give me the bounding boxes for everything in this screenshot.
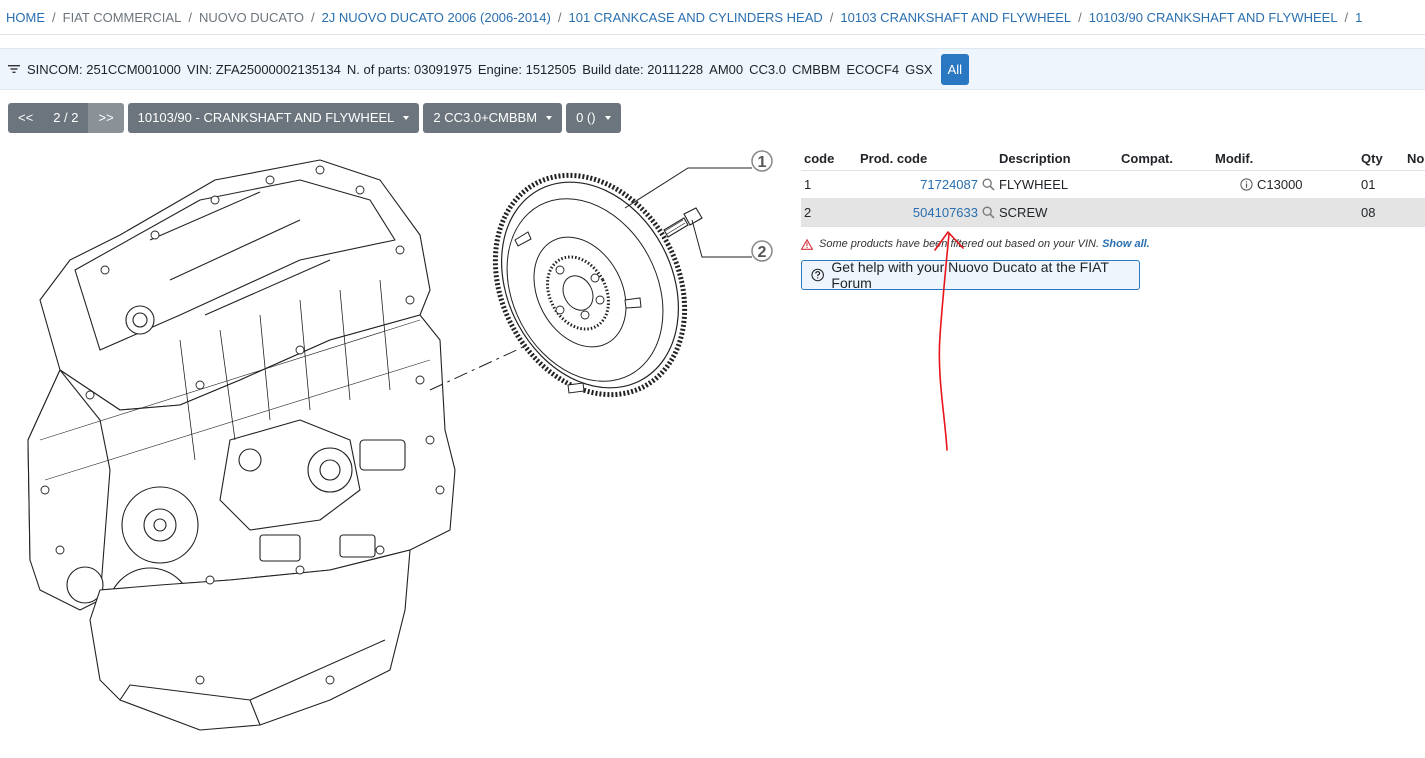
breadcrumb-separator: / bbox=[188, 9, 192, 25]
variant-dropdown[interactable]: 2 CC3.0+CMBBM bbox=[423, 103, 563, 133]
magnifier-icon[interactable] bbox=[982, 178, 995, 191]
variant-dropdown-label: 2 CC3.0+CMBBM bbox=[433, 110, 538, 125]
parts-table: code Prod. code Description Compat. Modi… bbox=[801, 146, 1425, 227]
filter-notice: Some products have been filtered out bas… bbox=[801, 238, 1150, 250]
build-date: Build date: 20111228 bbox=[582, 61, 704, 77]
callout-2-leader bbox=[691, 219, 752, 258]
breadcrumb-model[interactable]: 2J NUOVO DUCATO 2006 (2006-2014) bbox=[321, 9, 551, 25]
cell-description: FLYWHEEL bbox=[999, 177, 1069, 192]
vin-value: VIN: ZFA25000002135134 bbox=[186, 61, 341, 77]
header-notes[interactable]: No bbox=[1407, 150, 1425, 166]
breadcrumb-table[interactable]: 10103/90 CRANKSHAFT AND FLYWHEEL bbox=[1088, 9, 1338, 25]
breadcrumb-fiat-commercial: FIAT COMMERCIAL bbox=[62, 9, 182, 25]
prod-code-link[interactable]: 71724087 bbox=[920, 177, 978, 192]
breadcrumb-separator: / bbox=[52, 9, 56, 25]
table-row[interactable]: 1 71724087 FLYWHEEL C13000 01 bbox=[801, 171, 1425, 199]
toolbar: << 2 / 2 >> 10103/90 - CRANKSHAFT AND FL… bbox=[8, 103, 621, 133]
cell-code: 2 bbox=[804, 205, 812, 220]
forum-help-label: Get help with your Nuovo Ducato at the F… bbox=[831, 259, 1109, 291]
cell-modif: C13000 bbox=[1215, 177, 1361, 192]
breadcrumb-nuovo-ducato: NUOVO DUCATO bbox=[198, 9, 304, 25]
filter-dropdown-label: 0 () bbox=[576, 110, 596, 125]
parts-count: N. of parts: 03091975 bbox=[346, 61, 472, 77]
callout-2-label: 2 bbox=[758, 244, 767, 261]
callout-2[interactable]: 2 bbox=[751, 240, 773, 262]
option-code: AM00 bbox=[709, 61, 744, 77]
cell-description: SCREW bbox=[999, 205, 1048, 220]
breadcrumb-group[interactable]: 101 CRANKCASE AND CYLINDERS HEAD bbox=[568, 9, 823, 25]
option-code: CC3.0 bbox=[749, 61, 786, 77]
table-row[interactable]: 2 504107633 SCREW 08 bbox=[801, 199, 1425, 227]
breadcrumb-subgroup[interactable]: 10103 CRANKSHAFT AND FLYWHEEL bbox=[840, 9, 1072, 25]
header-code[interactable]: code bbox=[804, 150, 835, 166]
callout-1-leader bbox=[624, 167, 752, 209]
breadcrumb-separator: / bbox=[310, 9, 315, 25]
cell-qty: 08 bbox=[1361, 205, 1376, 220]
breadcrumb-home[interactable]: HOME bbox=[6, 9, 45, 25]
next-page-button[interactable]: >> bbox=[88, 103, 124, 133]
breadcrumb-separator: / bbox=[1344, 9, 1349, 25]
engine-value: Engine: 1512505 bbox=[477, 61, 577, 77]
flywheel-drawing bbox=[492, 172, 688, 398]
engine-block-drawing bbox=[27, 159, 456, 731]
option-code: ECOCF4 bbox=[846, 61, 900, 77]
cell-code: 1 bbox=[804, 177, 812, 192]
option-code: CMBBM bbox=[792, 61, 841, 77]
page-indicator: 2 / 2 bbox=[43, 103, 89, 133]
parts-diagram: 1 2 bbox=[27, 150, 773, 731]
question-circle-icon bbox=[811, 268, 824, 282]
sincom-value: SINCOM: 251CCM001000 bbox=[27, 61, 181, 77]
vehicle-info-bar: SINCOM: 251CCM001000 VIN: ZFA25000002135… bbox=[0, 48, 1425, 90]
magnifier-icon[interactable] bbox=[982, 206, 995, 219]
section-dropdown[interactable]: 10103/90 - CRANKSHAFT AND FLYWHEEL bbox=[127, 103, 420, 133]
breadcrumb-page[interactable]: 1 bbox=[1355, 9, 1363, 25]
breadcrumb: HOME / FIAT COMMERCIAL / NUOVO DUCATO / … bbox=[0, 0, 1425, 35]
header-description[interactable]: Description bbox=[999, 150, 1071, 166]
section-dropdown-label: 10103/90 - CRANKSHAFT AND FLYWHEEL bbox=[137, 110, 395, 125]
info-icon[interactable] bbox=[1240, 178, 1253, 191]
breadcrumb-separator: / bbox=[829, 9, 834, 25]
all-button[interactable]: All bbox=[940, 53, 970, 85]
header-modif[interactable]: Modif. bbox=[1215, 150, 1254, 166]
show-all-link[interactable]: Show all. bbox=[1102, 238, 1150, 250]
header-qty[interactable]: Qty bbox=[1361, 150, 1383, 166]
callout-1[interactable]: 1 bbox=[751, 150, 773, 172]
option-code: GSX bbox=[905, 61, 933, 77]
breadcrumb-separator: / bbox=[557, 9, 562, 25]
header-prod-code[interactable]: Prod. code bbox=[860, 150, 928, 166]
prev-page-button[interactable]: << bbox=[8, 103, 44, 133]
cell-qty: 01 bbox=[1361, 177, 1376, 192]
cell-prod-code: 71724087 bbox=[857, 177, 997, 192]
forum-help-button[interactable]: Get help with your Nuovo Ducato at the F… bbox=[801, 259, 1140, 291]
breadcrumb-separator: / bbox=[1078, 9, 1082, 25]
filter-dropdown[interactable]: 0 () bbox=[566, 103, 621, 133]
callout-1-label: 1 bbox=[758, 154, 767, 171]
filter-icon[interactable] bbox=[8, 64, 20, 74]
prod-code-link[interactable]: 504107633 bbox=[912, 205, 978, 220]
cell-prod-code: 504107633 bbox=[857, 205, 997, 220]
filter-notice-text: Some products have been filtered out bas… bbox=[819, 238, 1100, 250]
table-header: code Prod. code Description Compat. Modi… bbox=[801, 146, 1425, 171]
header-compat[interactable]: Compat. bbox=[1121, 150, 1173, 166]
screw-drawing bbox=[663, 207, 703, 238]
pagination-group: << 2 / 2 >> bbox=[8, 103, 124, 133]
caret-down-icon bbox=[546, 116, 553, 120]
caret-down-icon bbox=[604, 116, 611, 120]
warning-icon bbox=[801, 238, 813, 250]
modif-code: C13000 bbox=[1257, 177, 1303, 192]
caret-down-icon bbox=[403, 116, 410, 120]
